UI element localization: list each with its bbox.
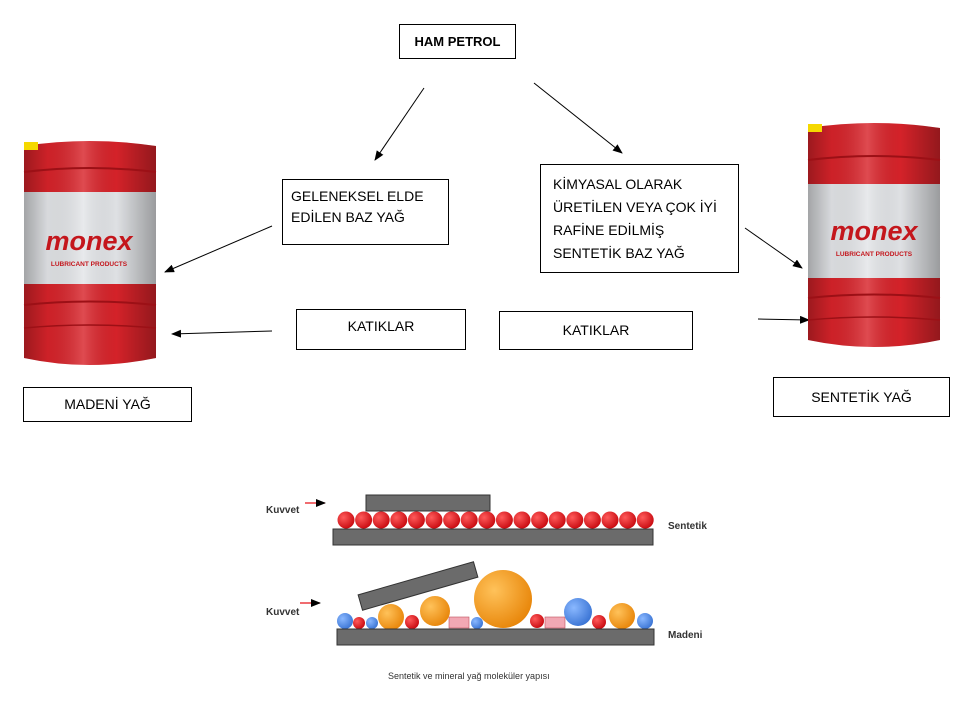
synthetic-molecule xyxy=(478,511,496,529)
synthetic-molecules xyxy=(337,511,654,529)
synthetic-molecule xyxy=(636,511,654,529)
synthetic-base-oil-line: KİMYASAL OLARAK xyxy=(553,176,683,192)
synthetic-molecule xyxy=(443,511,461,529)
drum-brand: monex xyxy=(45,226,133,256)
mineral-molecules xyxy=(337,570,653,630)
synthetic-oil-box: SENTETİK YAĞ xyxy=(773,377,950,417)
bottom-plate-mineral xyxy=(336,628,655,646)
synthetic-label: Sentetik xyxy=(668,521,707,532)
synthetic-molecule xyxy=(601,511,619,529)
molecule-figure: Kuvvet Sentetik Kuvvet Madeni xyxy=(266,494,707,681)
drum-cap-icon xyxy=(24,142,38,150)
synthetic-molecule xyxy=(566,511,584,529)
drum-cap-icon xyxy=(808,124,822,132)
mineral-oil-drum: monex LUBRICANT PRODUCTS xyxy=(23,141,157,365)
synthetic-molecule xyxy=(372,511,390,529)
drum-tagline: LUBRICANT PRODUCTS xyxy=(836,251,913,258)
arrow-crude-to-synthetic xyxy=(533,82,623,154)
drum-tagline: LUBRICANT PRODUCTS xyxy=(51,261,128,268)
mineral-label: Madeni xyxy=(668,630,703,641)
arrow-crude-to-conventional xyxy=(374,87,425,161)
synthetic-molecule xyxy=(495,511,513,529)
synthetic-molecule xyxy=(583,511,601,529)
arrow-additives-to-synthetic-drum xyxy=(757,315,810,324)
arrow-conventional-to-mineral-drum xyxy=(164,225,273,273)
conventional-base-oil-label: GELENEKSEL ELDE EDİLEN BAZ YAĞ xyxy=(291,188,424,225)
drum-brand: monex xyxy=(830,216,918,246)
arrow-additives-to-mineral-drum xyxy=(171,329,273,338)
crude-oil-label: HAM PETROL xyxy=(414,34,501,49)
synthetic-base-oil-box: KİMYASAL OLARAK ÜRETİLEN VEYA ÇOK İYİ RA… xyxy=(540,164,739,273)
additives-left-label: KATIKLAR xyxy=(347,318,415,334)
additives-right-box: KATIKLAR xyxy=(499,311,693,350)
top-plate-synthetic xyxy=(365,494,491,512)
additives-left-box: KATIKLAR xyxy=(296,309,466,350)
top-plate-mineral xyxy=(357,561,479,611)
force-label-bottom: Kuvvet xyxy=(266,607,300,618)
synthetic-oil-drum: monex LUBRICANT PRODUCTS xyxy=(807,123,941,347)
synthetic-molecule xyxy=(548,511,566,529)
synthetic-molecule xyxy=(531,511,549,529)
synthetic-molecule xyxy=(460,511,478,529)
synthetic-base-oil-line: RAFİNE EDİLMİŞ xyxy=(553,222,665,238)
synthetic-molecule xyxy=(425,511,443,529)
synthetic-molecule xyxy=(390,511,408,529)
synthetic-base-oil-line: SENTETİK BAZ YAĞ xyxy=(553,245,685,261)
arrow-synthetic-base-to-drum xyxy=(744,227,803,269)
additives-right-label: KATIKLAR xyxy=(562,322,630,338)
figure-caption: Sentetik ve mineral yağ moleküler yapısı xyxy=(388,671,550,681)
bottom-plate-synthetic xyxy=(332,528,654,546)
crude-oil-box: HAM PETROL xyxy=(399,24,516,59)
synthetic-molecule xyxy=(513,511,531,529)
force-label-top: Kuvvet xyxy=(266,505,300,516)
conventional-base-oil-box: GELENEKSEL ELDE EDİLEN BAZ YAĞ xyxy=(282,179,449,245)
synthetic-molecule xyxy=(407,511,425,529)
synthetic-oil-label: SENTETİK YAĞ xyxy=(811,388,912,405)
synthetic-molecule xyxy=(337,511,355,529)
mineral-oil-box: MADENİ YAĞ xyxy=(23,387,192,422)
synthetic-molecule xyxy=(355,511,373,529)
synthetic-base-oil-line: ÜRETİLEN VEYA ÇOK İYİ xyxy=(553,199,717,215)
mineral-oil-label: MADENİ YAĞ xyxy=(64,396,151,412)
synthetic-molecule xyxy=(619,511,637,529)
